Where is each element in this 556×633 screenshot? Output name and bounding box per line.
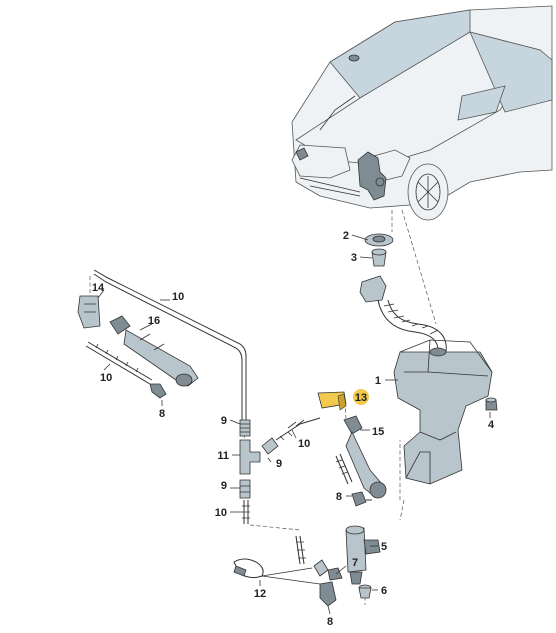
callout-11: 11 bbox=[217, 450, 229, 462]
right-washer-nozzle-assembly bbox=[335, 415, 387, 507]
callout-8-left: 8 bbox=[159, 408, 165, 420]
washer-pump-part-5 bbox=[345, 525, 381, 585]
callout-10-top: 10 bbox=[172, 291, 184, 303]
callout-9-top: 9 bbox=[221, 415, 227, 427]
leader-lines bbox=[97, 234, 491, 615]
callout-9-middle: 9 bbox=[276, 458, 282, 470]
highlighted-bracket-part-13 bbox=[317, 389, 369, 411]
callout-4: 4 bbox=[488, 419, 495, 431]
callout-6: 6 bbox=[381, 585, 387, 597]
callout-labels: 1 2 3 4 5 6 7 8 8 8 9 9 9 10 10 10 10 11… bbox=[92, 230, 495, 628]
callout-8-bottom: 8 bbox=[327, 616, 333, 628]
callout-9-bottom: 9 bbox=[221, 480, 227, 492]
reservoir-cap-assembly bbox=[364, 233, 394, 267]
car-illustration bbox=[291, 5, 553, 221]
callout-2: 2 bbox=[343, 230, 349, 242]
washer-fluid-reservoir bbox=[359, 275, 493, 485]
lower-connectors bbox=[233, 558, 343, 607]
callout-14: 14 bbox=[92, 282, 105, 294]
callout-13: 13 bbox=[355, 392, 367, 404]
callout-12: 12 bbox=[254, 588, 266, 600]
callout-7: 7 bbox=[352, 557, 358, 569]
bolt-part-4 bbox=[485, 397, 498, 411]
callout-10-center: 10 bbox=[298, 438, 310, 450]
grommet-part-6 bbox=[358, 584, 372, 599]
callout-10-lower: 10 bbox=[215, 507, 227, 519]
callout-1: 1 bbox=[375, 375, 381, 387]
callout-8-right: 8 bbox=[336, 491, 342, 503]
callout-16: 16 bbox=[148, 315, 160, 327]
left-washer-line-assembly bbox=[77, 269, 247, 420]
callout-15: 15 bbox=[372, 426, 384, 438]
center-connectors bbox=[239, 417, 321, 565]
callout-13-badge bbox=[353, 389, 369, 405]
callout-10-left: 10 bbox=[100, 372, 112, 384]
callout-3: 3 bbox=[351, 252, 357, 264]
callout-5: 5 bbox=[381, 541, 387, 553]
